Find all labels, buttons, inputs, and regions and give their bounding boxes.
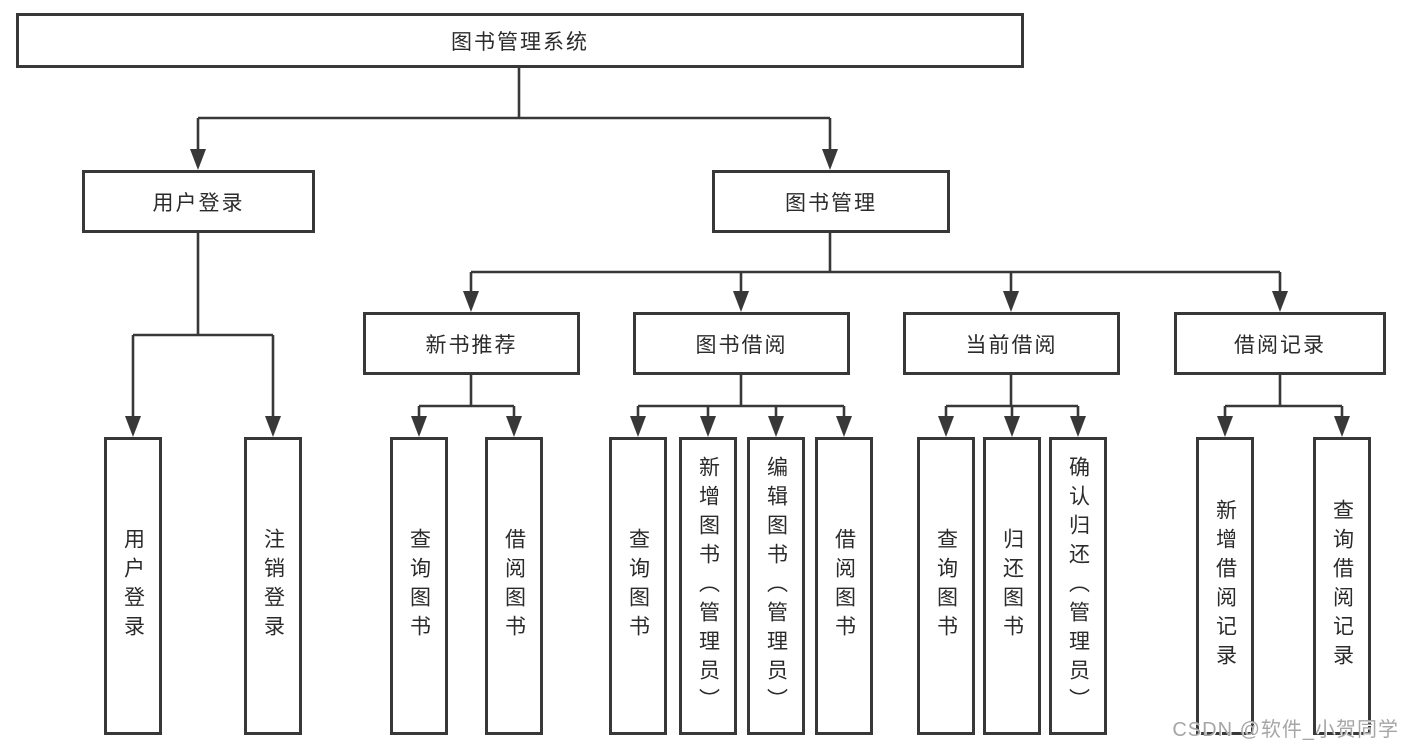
leaf-query-books-borrow: 查询图书 xyxy=(609,437,667,735)
node-current-borrow: 当前借阅 xyxy=(903,312,1120,375)
node-new-book-recommend: 新书推荐 xyxy=(363,312,580,375)
node-label: 图书管理系统 xyxy=(451,30,589,54)
node-label: 用户登录 xyxy=(152,191,245,215)
leaf-label: 新增借阅记录 xyxy=(1213,499,1237,673)
node-book-management: 图书管理 xyxy=(712,170,950,233)
node-label: 借阅记录 xyxy=(1234,333,1326,357)
leaf-label: 新增图书（管理员） xyxy=(696,455,720,717)
leaf-label: 查询图书 xyxy=(626,528,650,644)
leaf-confirm-return-admin: 确认归还（管理员） xyxy=(1049,437,1107,735)
leaf-user-login: 用户登录 xyxy=(104,437,162,735)
node-user-login: 用户登录 xyxy=(82,170,315,233)
leaf-label: 确认归还（管理员） xyxy=(1066,455,1090,717)
leaf-edit-books-admin: 编辑图书（管理员） xyxy=(747,437,805,735)
csdn-watermark: CSDN @软件_小贺同学 xyxy=(1172,719,1399,741)
leaf-label: 注销登录 xyxy=(261,528,285,644)
arrowheads xyxy=(125,149,1350,437)
node-label: 新书推荐 xyxy=(425,333,518,357)
node-library-management-system: 图书管理系统 xyxy=(16,13,1024,68)
leaf-label: 查询借阅记录 xyxy=(1330,499,1354,673)
node-label: 图书管理 xyxy=(785,191,877,215)
leaf-borrow-books: 借阅图书 xyxy=(815,437,873,735)
leaf-query-books-recommend: 查询图书 xyxy=(390,437,448,735)
leaf-label: 编辑图书（管理员） xyxy=(764,455,788,717)
leaf-label: 借阅图书 xyxy=(832,528,856,644)
node-label: 当前借阅 xyxy=(965,333,1058,357)
node-borrow-records: 借阅记录 xyxy=(1174,312,1386,375)
leaf-borrow-books-recommend: 借阅图书 xyxy=(485,437,543,735)
node-book-borrow: 图书借阅 xyxy=(633,312,850,375)
leaf-query-books-current: 查询图书 xyxy=(917,437,975,735)
leaf-label: 归还图书 xyxy=(1000,528,1024,644)
leaf-label: 用户登录 xyxy=(121,528,145,644)
leaf-logout: 注销登录 xyxy=(244,437,302,735)
leaf-add-borrow-record: 新增借阅记录 xyxy=(1196,437,1254,735)
leaf-label: 借阅图书 xyxy=(502,528,526,644)
leaf-label: 查询图书 xyxy=(934,528,958,644)
leaf-return-books: 归还图书 xyxy=(983,437,1041,735)
node-label: 图书借阅 xyxy=(695,333,788,357)
leaf-add-books-admin: 新增图书（管理员） xyxy=(679,437,737,735)
leaf-query-borrow-record: 查询借阅记录 xyxy=(1313,437,1371,735)
leaf-label: 查询图书 xyxy=(407,528,431,644)
